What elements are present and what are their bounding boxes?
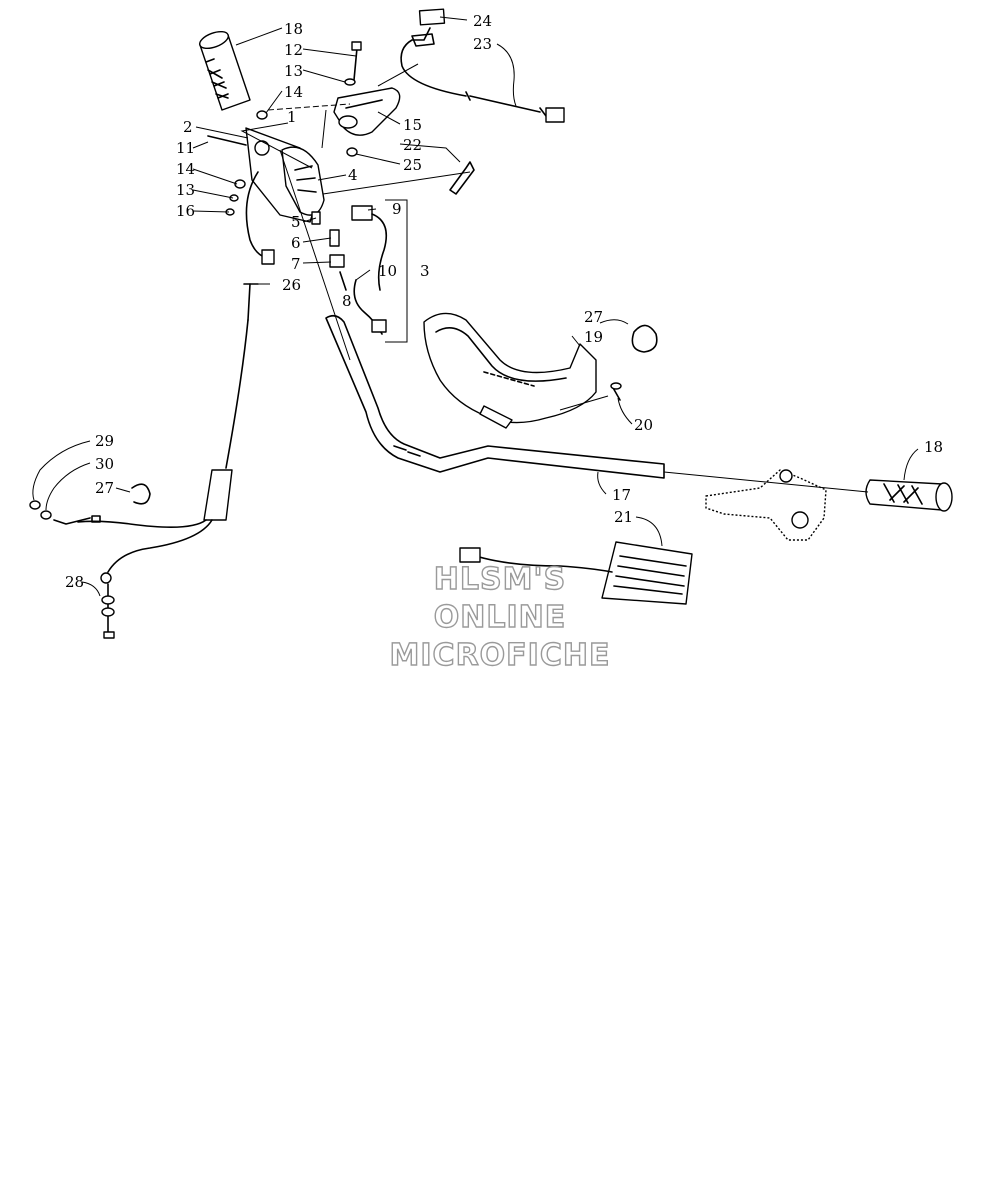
label-11: 11 <box>176 139 195 157</box>
label-2: 2 <box>183 118 193 136</box>
label-16: 16 <box>176 202 195 220</box>
handlebar-knurl <box>393 445 421 457</box>
cable-clip-parts <box>29 483 151 525</box>
label-13b: 13 <box>176 181 195 199</box>
label-10: 10 <box>378 262 397 280</box>
label-23: 23 <box>473 35 492 53</box>
label-18a: 18 <box>284 20 303 38</box>
label-14b: 14 <box>176 160 195 178</box>
label-18b: 18 <box>924 438 943 456</box>
clamp-27 <box>631 324 658 353</box>
label-4: 4 <box>348 166 358 184</box>
retaining-pin <box>449 161 475 195</box>
screw-20 <box>610 382 622 401</box>
label-27b: 27 <box>95 479 114 497</box>
label-20: 20 <box>634 416 653 434</box>
label-5: 5 <box>291 213 301 231</box>
label-25: 25 <box>403 156 422 174</box>
housing-wire <box>245 171 269 259</box>
label-26: 26 <box>282 276 301 294</box>
watermark-line-2: ONLINE <box>434 600 567 635</box>
label-6: 6 <box>291 234 301 252</box>
throttle-cable <box>77 283 259 639</box>
handlebar <box>325 314 665 479</box>
label-17: 17 <box>612 486 631 504</box>
label-19: 19 <box>584 328 603 346</box>
heater-harness <box>377 8 565 123</box>
label-15: 15 <box>403 116 422 134</box>
heater-element <box>459 541 693 605</box>
housing-connector <box>261 249 275 265</box>
label-28: 28 <box>65 573 84 591</box>
throttle-housing <box>207 127 325 223</box>
label-13a: 13 <box>284 62 303 80</box>
label-3: 3 <box>420 262 430 280</box>
watermark-line-1: HLSM'S <box>434 562 566 597</box>
label-30: 30 <box>95 455 114 473</box>
label-14a: 14 <box>284 83 303 101</box>
label-12: 12 <box>284 41 303 59</box>
switch-assembly <box>311 199 408 343</box>
label-9: 9 <box>392 200 402 218</box>
label-8: 8 <box>342 292 352 310</box>
nut-25 <box>346 147 358 157</box>
left-grip <box>199 30 251 111</box>
label-27a: 27 <box>584 308 603 326</box>
label-24: 24 <box>473 12 492 30</box>
part-labels: 18 12 13 14 1 2 11 14 13 16 24 23 15 22 … <box>65 12 943 591</box>
leader-lines <box>32 16 919 597</box>
watermark: HLSM'S ONLINE MICROFICHE <box>389 561 611 673</box>
label-7: 7 <box>291 255 301 273</box>
label-29: 29 <box>95 432 114 450</box>
throttle-screw <box>256 41 362 120</box>
label-21: 21 <box>614 508 633 526</box>
watermark-line-3: MICROFICHE <box>390 638 611 673</box>
throttle-lever <box>333 87 401 136</box>
label-1: 1 <box>287 108 297 126</box>
brake-lever-assembly <box>705 469 827 541</box>
label-22: 22 <box>403 136 422 154</box>
right-grip <box>865 479 953 512</box>
handlebar-pad <box>423 312 597 429</box>
